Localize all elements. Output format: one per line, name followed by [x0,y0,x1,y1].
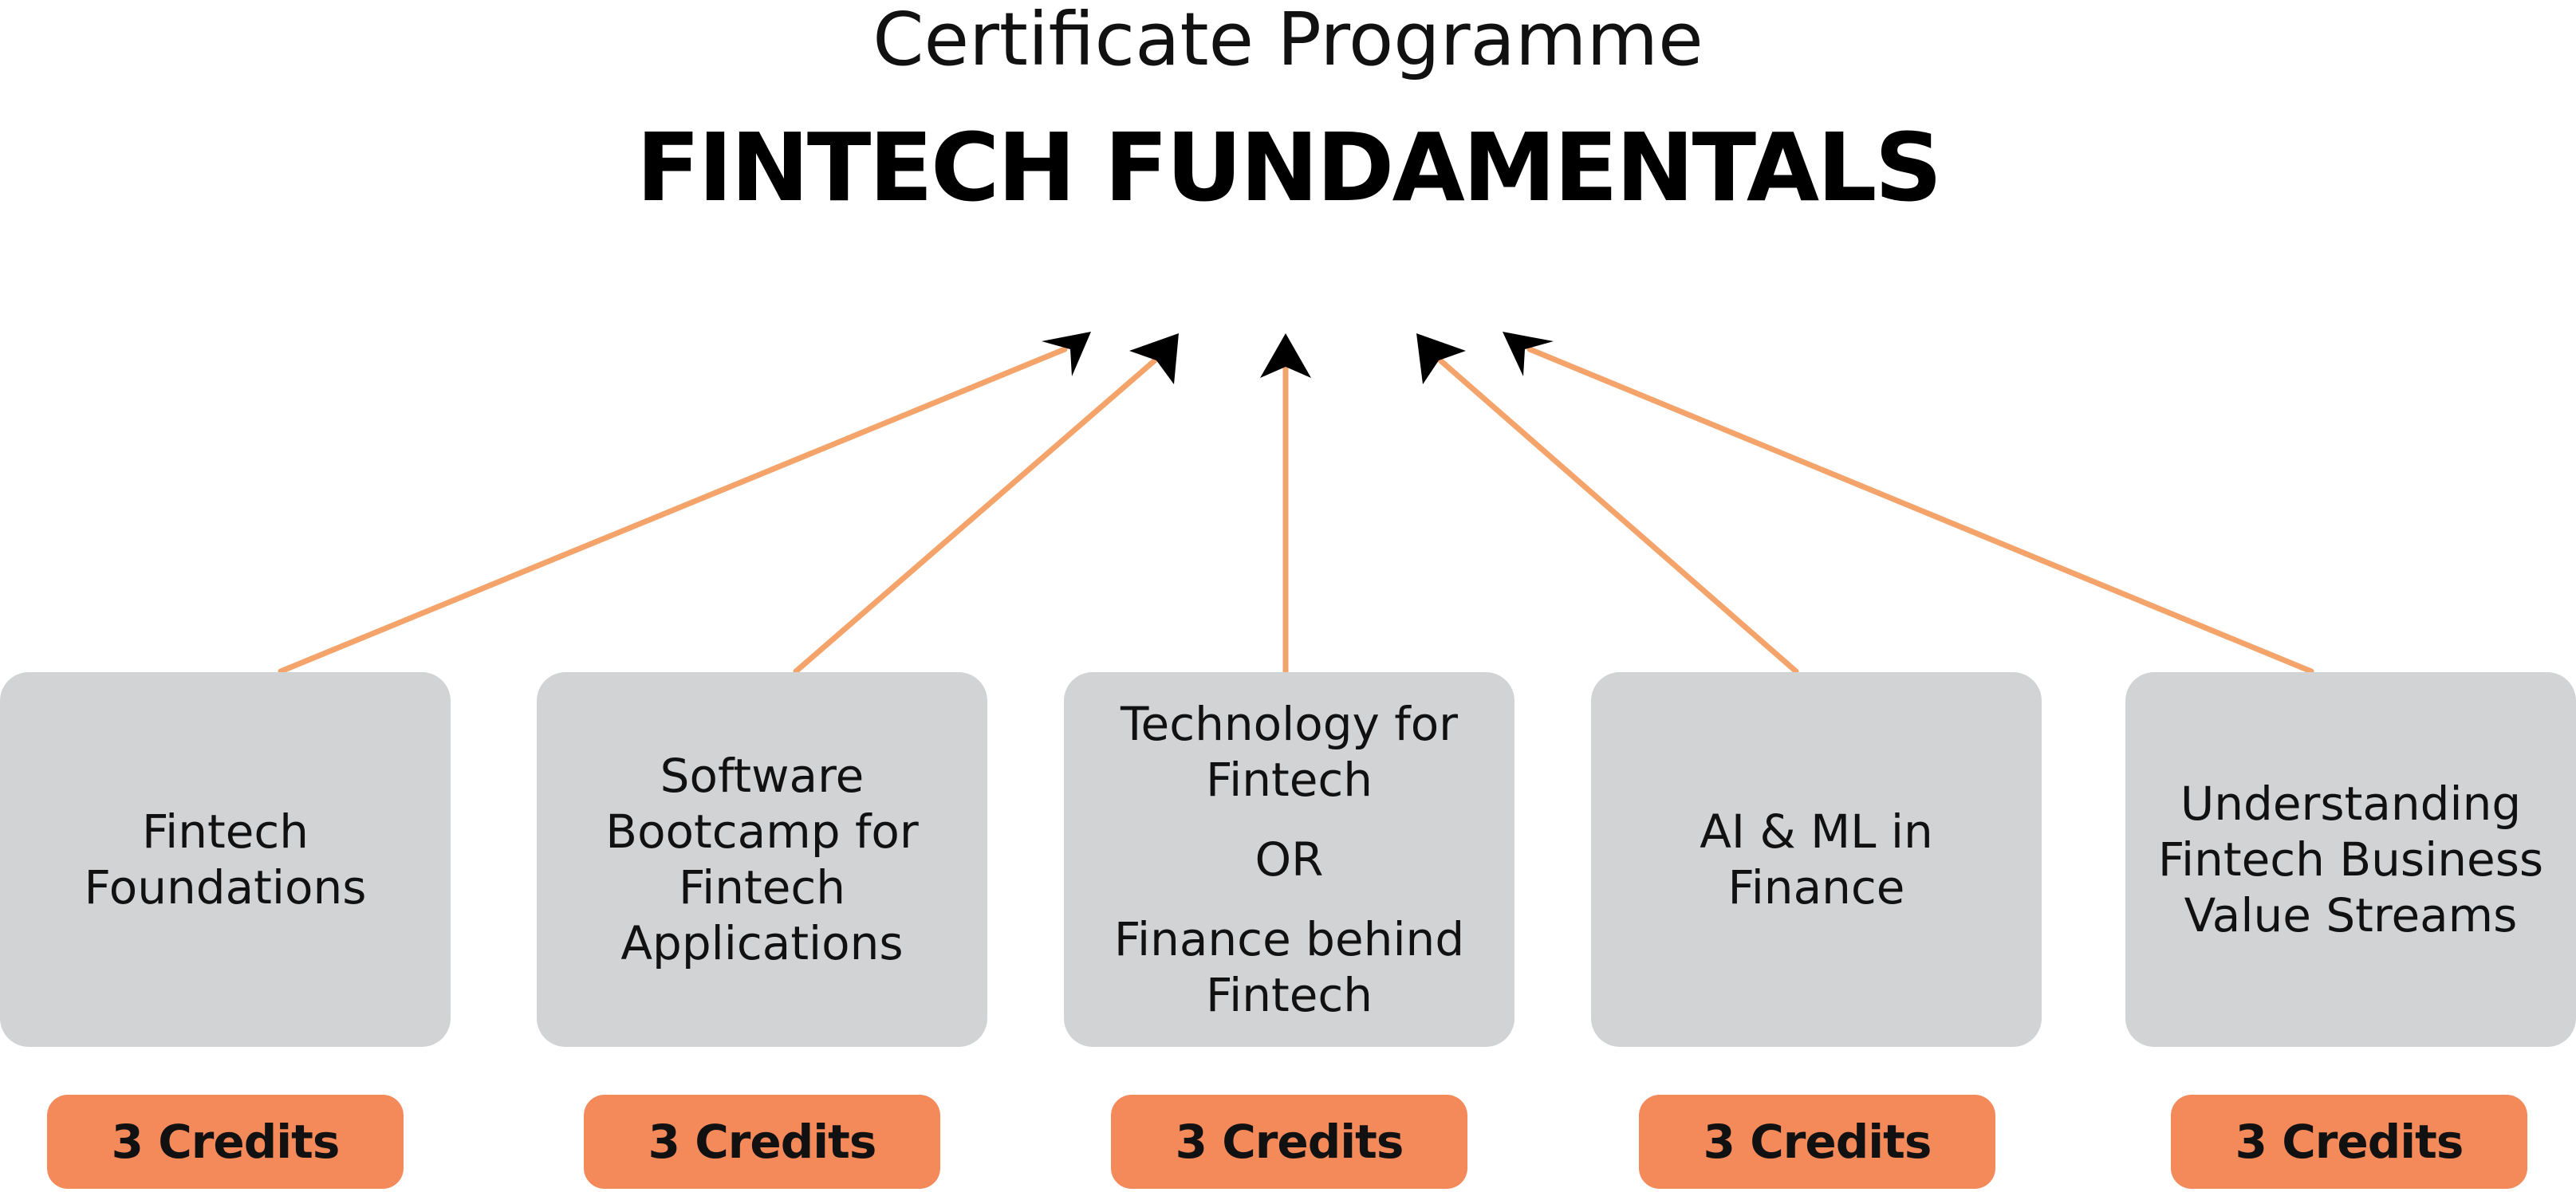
module-label: Foundations [84,860,367,915]
module-ai-ml-finance: AI & ML in Finance [1591,672,2042,1047]
arrow-2 [793,333,1179,675]
arrow-3 [1260,333,1311,675]
module-label: Value Streams [2184,888,2518,942]
module-label: Fintech [678,860,846,915]
programme-title: FINTECH FUNDAMENTALS [636,112,1943,222]
module-technology-or-finance: Technology for Fintech OR Finance behind… [1064,672,1514,1047]
arrow-5-line [1526,346,2314,675]
arrow-3-head [1260,333,1311,378]
module-label: Technology for [1120,697,1459,751]
module-label: Fintech [1205,753,1373,807]
module-label: Fintech [1205,968,1373,1022]
arrow-5 [1503,332,2314,675]
arrow-4 [1416,333,1799,675]
module-label: Finance [1727,860,1905,915]
credits-badge: 3 Credits [1111,1095,1467,1189]
arrow-4-line [1437,357,1799,675]
arrow-2-line [793,357,1158,675]
module-label: AI & ML in [1700,805,1933,859]
credits-badge: 3 Credits [584,1095,940,1189]
module-label: Software [660,749,865,803]
arrow-1-head [1042,332,1091,376]
module-label: Bootcamp for [605,805,919,859]
arrow-2-head [1129,333,1179,384]
module-label: Finance behind [1113,912,1465,966]
module-business-value-streams: Understanding Fintech Business Value Str… [2125,672,2576,1047]
arrow-1-line [278,346,1068,675]
arrow-5-head [1503,332,1554,376]
module-fintech-foundations: Fintech Foundations [0,672,451,1047]
programme-subtitle: Certificate Programme [872,0,1704,82]
module-label: Understanding [2180,777,2522,831]
arrow-1 [278,332,1091,675]
arrow-4-head [1416,333,1466,384]
module-or-label: OR [1255,832,1324,887]
module-label: Applications [620,916,904,970]
credits-badge: 3 Credits [2171,1095,2527,1189]
module-label: Fintech [141,805,309,859]
credits-badge: 3 Credits [1639,1095,1995,1189]
module-software-bootcamp: Software Bootcamp for Fintech Applicatio… [537,672,987,1047]
module-label: Fintech Business [2157,832,2544,887]
credits-badge: 3 Credits [47,1095,404,1189]
